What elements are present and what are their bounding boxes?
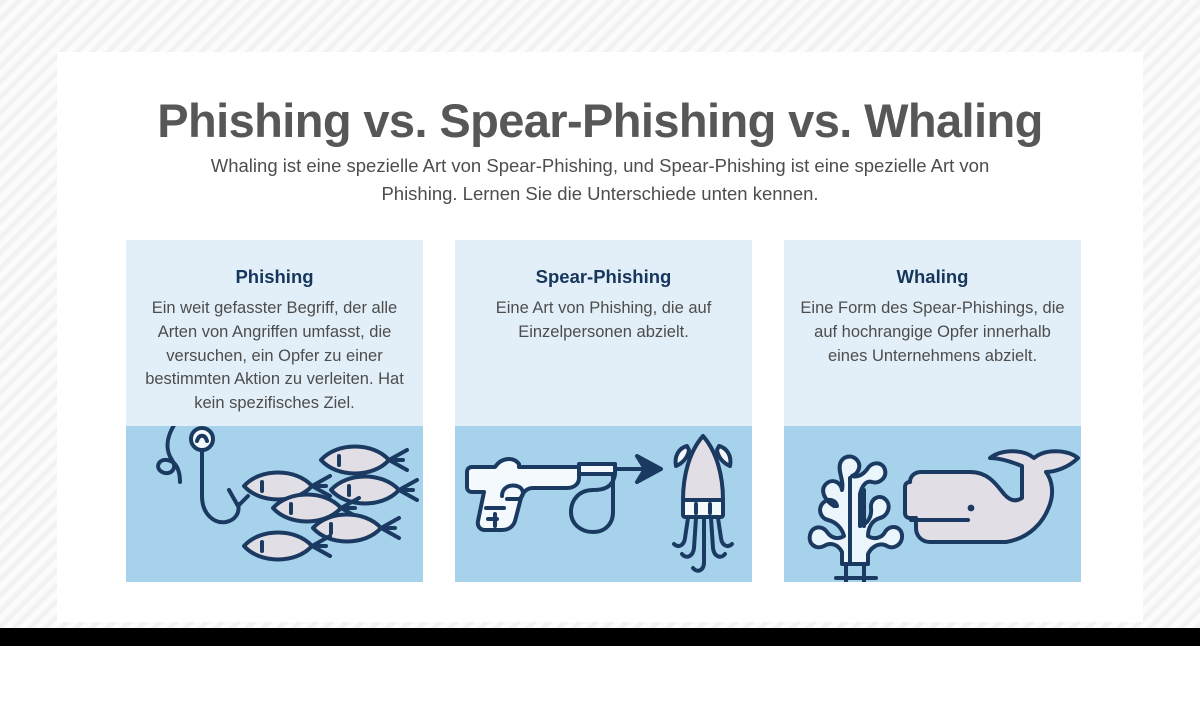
squid-icon [672, 434, 734, 573]
card-whaling-title: Whaling [896, 266, 969, 287]
card-spear-phishing-illustration [455, 426, 752, 582]
card-whaling-description: Eine Form des Spear-Phishings, die auf h… [800, 299, 1065, 365]
card-phishing-title: Phishing [235, 266, 314, 287]
bottom-bar [0, 628, 1200, 646]
card-whaling-illustration [784, 426, 1081, 582]
card-phishing[interactable]: Phishing Ein weit gefasster Begriff, der… [126, 240, 423, 582]
card-spear-phishing[interactable]: Spear-Phishing Eine Art von Phishing, di… [455, 240, 752, 582]
card-spear-phishing-title: Spear-Phishing [535, 266, 672, 287]
card-phishing-text: Phishing Ein weit gefasster Begriff, der… [126, 240, 423, 426]
card-spear-phishing-description: Eine Art von Phishing, die auf Einzelper… [495, 299, 712, 341]
speargun-and-squid-icon [465, 434, 734, 573]
content-panel: Phishing vs. Spear-Phishing vs. Whaling … [57, 52, 1143, 622]
card-phishing-illustration [126, 426, 423, 582]
speargun-icon [465, 454, 663, 534]
fishing-hook-and-fish-icon [156, 426, 419, 562]
card-whaling-text: Whaling Eine Form des Spear-Phishings, d… [784, 240, 1081, 426]
card-whaling[interactable]: Whaling Eine Form des Spear-Phishings, d… [784, 240, 1081, 582]
coral-icon [807, 454, 905, 582]
whale-and-coral-icon [807, 449, 1080, 582]
comparison-cards: Phishing Ein weit gefasster Begriff, der… [126, 240, 1081, 582]
card-spear-phishing-text: Spear-Phishing Eine Art von Phishing, di… [455, 240, 752, 426]
page-subtitle: Whaling ist eine spezielle Art von Spear… [210, 155, 990, 205]
fish-group [242, 444, 419, 562]
card-phishing-description: Ein weit gefasster Begriff, der alle Art… [145, 299, 404, 413]
whale-icon [903, 449, 1080, 544]
page-title: Phishing vs. Spear-Phishing vs. Whaling [157, 94, 1043, 147]
